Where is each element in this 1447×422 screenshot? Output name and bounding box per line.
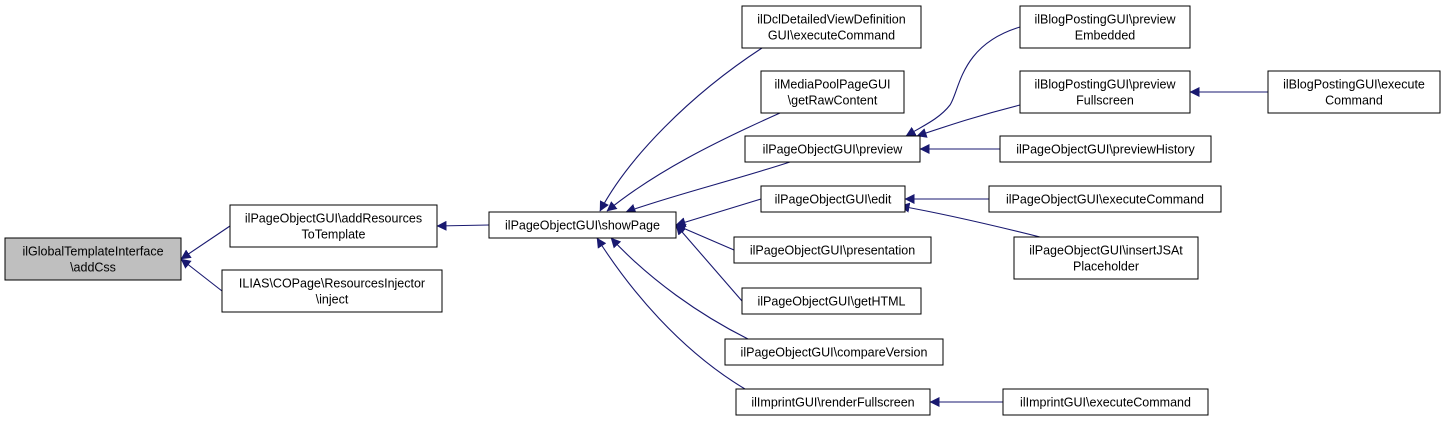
edge-blog-fullscreen-to-preview	[916, 104, 1021, 138]
node-label: ilMediaPoolPageGUI	[774, 78, 890, 92]
edge-dcl-to-showpage	[599, 47, 763, 212]
edge-mediapool-to-showpage	[606, 112, 781, 212]
node-label: ilBlogPostingGUI\execute	[1283, 78, 1425, 92]
node-label: ilBlogPostingGUI\preview	[1034, 13, 1176, 27]
node-box	[488, 211, 677, 239]
node-dcl[interactable]: ilDclDetailedViewDefinitionGUI\executeCo…	[741, 5, 922, 49]
edges-layer	[180, 26, 1268, 407]
node-label: ilPageObjectGUI\presentation	[750, 244, 915, 258]
node-box	[221, 269, 443, 313]
node-label: ilImprintGUI\renderFullscreen	[751, 396, 914, 410]
node-label: \inject	[316, 293, 349, 307]
edge-insertjs-to-edit	[899, 202, 1041, 238]
node-label: ilPageObjectGUI\insertJSAt	[1029, 244, 1183, 258]
node-box	[229, 204, 438, 248]
node-imprint-exec[interactable]: ilImprintGUI\executeCommand	[1002, 388, 1209, 416]
node-label: \getRawContent	[788, 94, 878, 108]
edge-blog-embedded-to-preview	[905, 26, 1021, 137]
edge-presentation-to-showpage	[675, 224, 735, 251]
node-label: ilImprintGUI\executeCommand	[1020, 396, 1191, 410]
node-label: ilPageObjectGUI\previewHistory	[1016, 143, 1195, 157]
node-label: Fullscreen	[1076, 94, 1134, 108]
node-box	[999, 135, 1212, 163]
node-label: ilPageObjectGUI\executeCommand	[1006, 193, 1204, 207]
edge-addresources-to-addcss	[180, 225, 231, 260]
node-box	[735, 388, 931, 416]
node-box	[741, 287, 922, 315]
node-box	[1019, 70, 1191, 114]
node-label: Command	[1325, 94, 1383, 108]
node-label: GUI\executeCommand	[768, 29, 895, 43]
node-compare[interactable]: ilPageObjectGUI\compareVersion	[724, 338, 944, 366]
edge-inject-to-addcss	[180, 258, 223, 292]
node-showpage[interactable]: ilPageObjectGUI\showPage	[488, 211, 677, 239]
node-label: Placeholder	[1073, 260, 1139, 274]
node-presentation[interactable]: ilPageObjectGUI\presentation	[733, 236, 932, 264]
node-mediapool[interactable]: ilMediaPoolPageGUI \getRawContent	[760, 70, 905, 114]
node-box	[744, 135, 921, 163]
node-box	[1019, 5, 1191, 49]
edge-compare-to-showpage	[610, 237, 749, 340]
node-label: ilPageObjectGUI\compareVersion	[741, 346, 928, 360]
node-box	[4, 237, 182, 281]
node-label: ilGlobalTemplateInterface	[22, 245, 163, 259]
node-label: ilPageObjectGUI\showPage	[505, 219, 660, 233]
edge-gethtml-to-showpage	[675, 224, 743, 302]
edge-renderfull-to-showpage	[596, 237, 746, 390]
node-box	[724, 338, 944, 366]
node-box	[1013, 236, 1199, 280]
node-label: ToTemplate	[302, 228, 366, 242]
node-label: ilDclDetailedViewDefinition	[757, 13, 905, 27]
node-label: ilPageObjectGUI\addResources	[245, 212, 422, 226]
node-label: ilBlogPostingGUI\preview	[1034, 78, 1176, 92]
node-pog-exec[interactable]: ilPageObjectGUI\executeCommand	[988, 185, 1222, 213]
node-label: Embedded	[1075, 29, 1136, 43]
node-renderfull[interactable]: ilImprintGUI\renderFullscreen	[735, 388, 931, 416]
node-box	[1002, 388, 1209, 416]
node-blog-exec[interactable]: ilBlogPostingGUI\executeCommand	[1267, 70, 1441, 114]
node-label: ilPageObjectGUI\edit	[775, 193, 892, 207]
node-box	[760, 70, 905, 114]
node-addcss[interactable]: ilGlobalTemplateInterface \addCss	[4, 237, 182, 281]
node-preview[interactable]: ilPageObjectGUI\preview	[744, 135, 921, 163]
node-label: ILIAS\COPage\ResourcesInjector	[239, 277, 425, 291]
node-inject[interactable]: ILIAS\COPage\ResourcesInjector \inject	[221, 269, 443, 313]
node-gethtml[interactable]: ilPageObjectGUI\getHTML	[741, 287, 922, 315]
node-box	[760, 185, 906, 213]
node-box	[741, 5, 922, 49]
node-box	[988, 185, 1222, 213]
node-label: \addCss	[70, 261, 116, 275]
nodes-layer: ilGlobalTemplateInterface \addCss ilPageOb…	[4, 5, 1441, 416]
edge-preview-to-showpage	[625, 161, 791, 214]
node-box	[733, 236, 932, 264]
node-label: ilPageObjectGUI\preview	[763, 143, 904, 157]
edge-showpage-to-addresources	[436, 220, 490, 231]
node-previewhistory[interactable]: ilPageObjectGUI\previewHistory	[999, 135, 1212, 163]
node-label: ilPageObjectGUI\getHTML	[758, 295, 906, 309]
node-box	[1267, 70, 1441, 114]
node-edit[interactable]: ilPageObjectGUI\edit	[760, 185, 906, 213]
edge-edit-to-showpage	[675, 198, 762, 228]
